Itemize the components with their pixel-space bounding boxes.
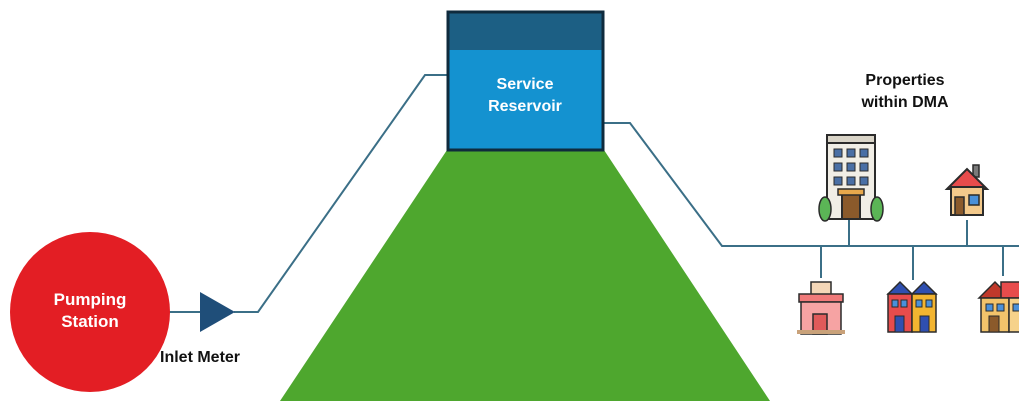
hill	[280, 150, 770, 401]
reservoir-header	[448, 12, 603, 50]
house-icon	[944, 164, 990, 216]
terraced-houses-icon	[886, 280, 938, 333]
shop-icon	[797, 281, 845, 335]
inlet-meter-icon	[200, 292, 235, 332]
pipe-reservoir-to-dma	[604, 122, 1019, 247]
pipe-meter-to-reservoir	[234, 74, 447, 313]
service-reservoir	[446, 10, 605, 152]
pipe-network	[158, 74, 1019, 313]
office-building-icon	[818, 134, 884, 222]
pumping-station-label: Pumping Station	[53, 290, 127, 331]
properties-label: Properties within DMA	[861, 72, 949, 111]
inlet-meter-label: Inlet Meter	[160, 349, 241, 366]
townhouse-icon	[977, 280, 1019, 333]
pumping-station	[10, 232, 170, 392]
service-reservoir-label: Service Reservoir	[488, 76, 562, 115]
